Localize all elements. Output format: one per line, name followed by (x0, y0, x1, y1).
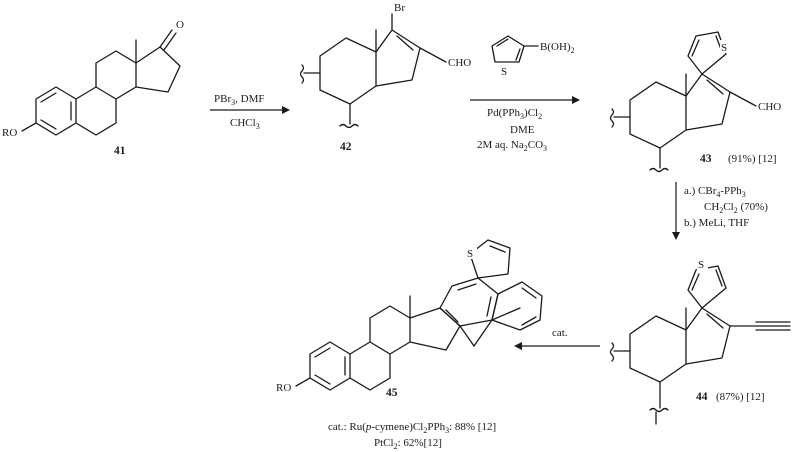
step2-solvent: DME (510, 124, 535, 136)
c44-number: 44 (696, 391, 708, 403)
step4-reagent: cat. (552, 327, 568, 339)
step1-solvent: CHCl3 (230, 117, 260, 131)
c45-number: 45 (386, 387, 398, 399)
c41-ro-label: RO (2, 127, 17, 139)
c43-yield: (91%) [12] (728, 153, 777, 165)
arrow-step1: PBr3, DMF CHCl3 (210, 93, 290, 131)
step3-line-a: a.) CBr4-PPh3 (684, 185, 746, 199)
catalyst-notes: cat.: Ru(p-cymene)Cl2PPh3: 88% [12] PtCl… (328, 421, 496, 451)
catalyst-note-pt: PtCl2: 62%[12] (374, 437, 442, 451)
catalyst-note-ru: cat.: Ru(p-cymene)Cl2PPh3: 88% [12] (328, 421, 496, 435)
compound-43: CHO S 43 (91%) [12] (609, 31, 781, 173)
c42-cho: CHO (448, 57, 471, 69)
step1-reagent: PBr3, DMF (214, 93, 264, 107)
c43-number: 43 (700, 153, 712, 165)
boronic-s: S (501, 66, 507, 78)
c41-ketone-o: O (176, 19, 184, 31)
boronic-label: B(OH)2 (540, 41, 575, 55)
c43-s: S (721, 42, 727, 54)
c45-ro-label: RO (276, 382, 291, 394)
step2-base: 2M aq. Na2CO3 (477, 139, 547, 153)
step2-catalyst: Pd(PPh3)Cl2 (487, 107, 542, 121)
step3-line-b: CH2Cl2 (70%) (704, 201, 768, 215)
compound-41: RO O 41 (2, 19, 184, 157)
compound-45: S RO 45 (276, 239, 543, 399)
c42-number: 42 (340, 141, 352, 153)
step3-line-c: b.) MeLi, THF (684, 217, 749, 229)
boronic-acid-structure: S B(OH)2 (491, 35, 575, 78)
compound-44: S 44 (87%) [12] (609, 258, 791, 425)
c44-s: S (698, 259, 704, 271)
compound-42: Br CHO 42 (299, 2, 471, 153)
c43-cho: CHO (758, 101, 781, 113)
c41-number: 41 (114, 145, 126, 157)
arrow-step3: a.) CBr4-PPh3 CH2Cl2 (70%) b.) MeLi, THF (672, 182, 768, 240)
c42-br: Br (394, 2, 405, 14)
c44-yield: (87%) [12] (716, 391, 765, 403)
arrow-step4: cat. (514, 327, 600, 350)
c45-s: S (467, 248, 473, 260)
arrow-step2: S B(OH)2 Pd(PPh3)Cl2 DME 2M aq. Na2CO3 (470, 35, 580, 153)
